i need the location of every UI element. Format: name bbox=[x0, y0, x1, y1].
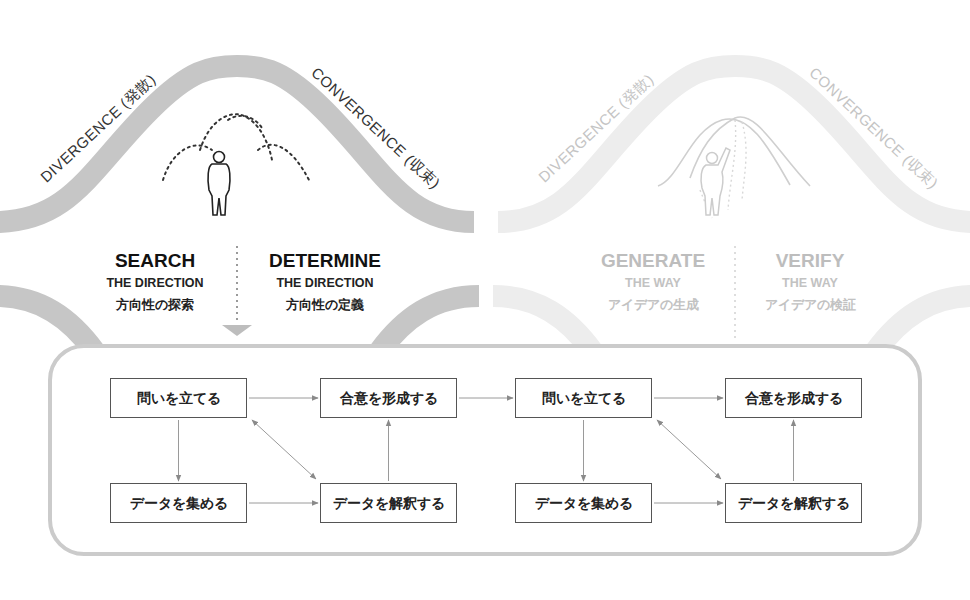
process-box: 問いを立てる bbox=[515, 378, 652, 418]
flow-arrow bbox=[654, 398, 723, 399]
flow-arrow bbox=[657, 420, 721, 479]
dotted-paths bbox=[700, 120, 746, 218]
person-figure bbox=[701, 148, 730, 215]
flow-arrow bbox=[583, 420, 584, 481]
stage-caption: アイデアの生成 bbox=[608, 298, 699, 313]
process-box: 合意を形成する bbox=[725, 378, 862, 418]
flow-arrow bbox=[178, 420, 179, 481]
process-box: 問いを立てる bbox=[110, 378, 247, 418]
stage-subheading: THE DIRECTION bbox=[106, 276, 203, 290]
stage-caption: 方向性の定義 bbox=[286, 298, 364, 313]
process-box: データを解釈する bbox=[725, 483, 862, 523]
flow-arrow bbox=[654, 503, 723, 504]
box-text: データを解釈する bbox=[738, 495, 850, 512]
box-text: データを解釈する bbox=[333, 495, 445, 512]
stage-subheading: THE WAY bbox=[782, 276, 838, 290]
box-text: 問いを立てる bbox=[137, 390, 221, 407]
flow-arrow bbox=[793, 420, 794, 481]
flow-arrow bbox=[252, 420, 316, 479]
phase-label: DIVERGENCE (発散) bbox=[37, 70, 159, 185]
flow-arrow bbox=[388, 420, 389, 481]
process-box: データを集める bbox=[515, 483, 652, 523]
lower-band bbox=[875, 296, 970, 352]
stage-caption: 方向性の探索 bbox=[116, 298, 194, 313]
box-text: データを集める bbox=[535, 495, 633, 512]
box-text: 合意を形成する bbox=[340, 390, 438, 407]
flow-arrow bbox=[459, 398, 513, 399]
stage-caption: アイデアの検証 bbox=[765, 298, 856, 313]
flow-arrow bbox=[249, 503, 318, 504]
process-box: 合意を形成する bbox=[320, 378, 457, 418]
stage-heading: DETERMINE bbox=[269, 250, 381, 272]
lower-band bbox=[0, 296, 95, 352]
down-triangle bbox=[222, 325, 252, 336]
process-box: データを集める bbox=[110, 483, 247, 523]
stage-divider bbox=[734, 246, 736, 340]
lower-band bbox=[379, 296, 479, 352]
lower-band bbox=[493, 296, 593, 352]
box-text: 問いを立てる bbox=[542, 390, 626, 407]
process-box: データを解釈する bbox=[320, 483, 457, 523]
stage-subheading: THE DIRECTION bbox=[276, 276, 373, 290]
phase-label: DIVERGENCE (発散) bbox=[535, 70, 657, 185]
phase-label: CONVERGENCE (収束) bbox=[806, 64, 942, 192]
idea-curves bbox=[658, 117, 810, 186]
box-text: データを集める bbox=[130, 495, 228, 512]
stage-subheading: THE WAY bbox=[625, 276, 681, 290]
person-figure bbox=[208, 152, 230, 216]
stage-divider bbox=[236, 246, 238, 322]
flow-arrow bbox=[249, 398, 318, 399]
process-container bbox=[50, 346, 920, 554]
dotted-arcs bbox=[163, 114, 310, 182]
stage-heading: GENERATE bbox=[601, 250, 705, 272]
stage-heading: SEARCH bbox=[115, 250, 195, 272]
phase-label: CONVERGENCE (収束) bbox=[308, 64, 444, 192]
stage-heading: VERIFY bbox=[776, 250, 845, 272]
box-text: 合意を形成する bbox=[745, 390, 843, 407]
